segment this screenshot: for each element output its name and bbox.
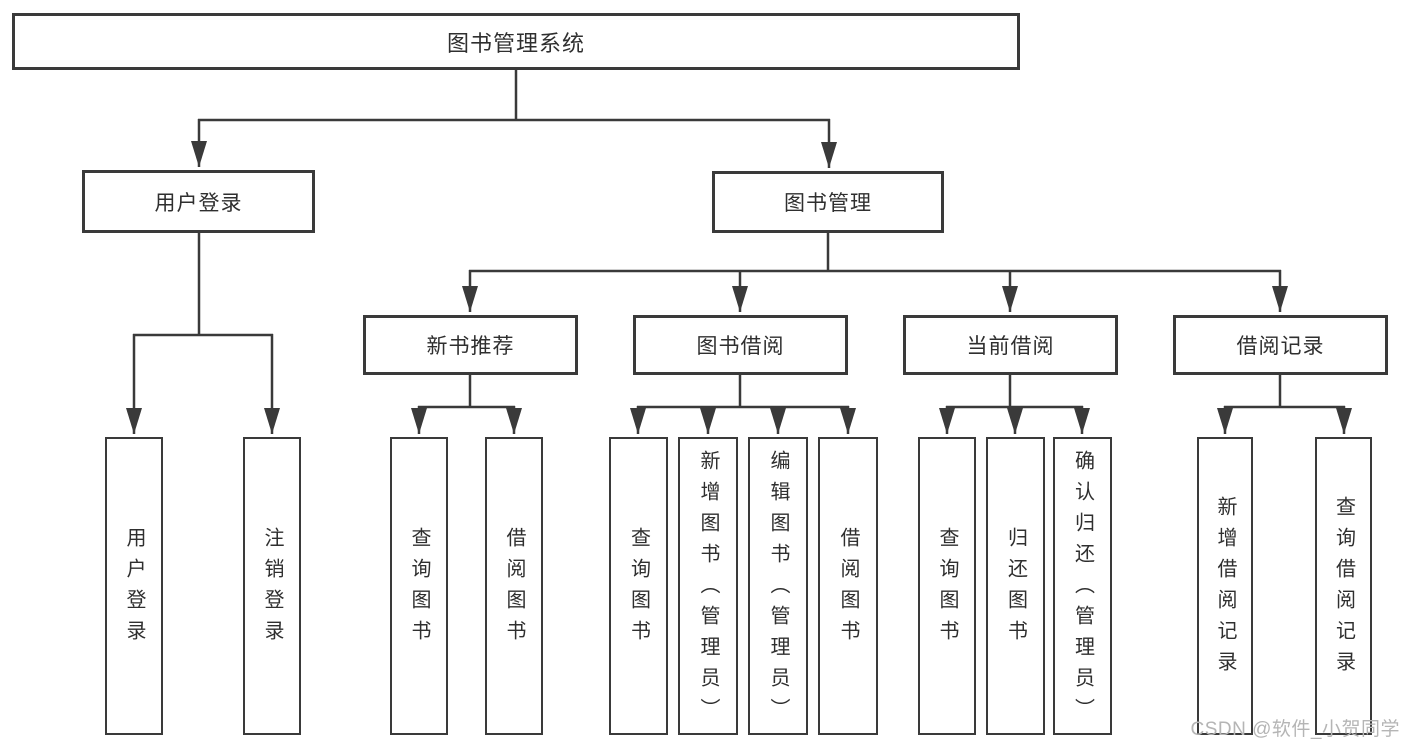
leaf-user-login: 用户登录 — [105, 437, 163, 735]
leaf-cb-query-book: 查询图书 — [918, 437, 976, 735]
node-library-management-system: 图书管理系统 — [12, 13, 1020, 70]
leaf-label: 用户登录 — [123, 527, 145, 651]
leaf-nb-borrow-book: 借阅图书 — [485, 437, 543, 735]
leaf-label: 查询图书 — [936, 527, 958, 651]
node-book-management: 图书管理 — [712, 171, 944, 233]
leaf-label: 查询借阅记录 — [1332, 496, 1355, 682]
leaf-br-query-record: 查询借阅记录 — [1315, 437, 1372, 735]
leaf-bb-add-book-admin: 新增图书（管理员） — [678, 437, 738, 735]
leaf-label: 编辑图书（管理员） — [767, 449, 789, 729]
node-borrow-record: 借阅记录 — [1173, 315, 1388, 375]
leaf-cb-return-book: 归还图书 — [986, 437, 1045, 735]
node-current-borrow: 当前借阅 — [903, 315, 1118, 375]
leaf-label: 归还图书 — [1004, 527, 1027, 651]
leaf-label: 注销登录 — [261, 527, 283, 651]
leaf-label: 借阅图书 — [503, 527, 525, 651]
leaf-label: 借阅图书 — [837, 527, 859, 651]
leaf-bb-query-book: 查询图书 — [609, 437, 668, 735]
leaf-nb-query-book: 查询图书 — [390, 437, 448, 735]
leaf-bb-borrow-book: 借阅图书 — [818, 437, 878, 735]
node-book-borrow: 图书借阅 — [633, 315, 848, 375]
leaf-label: 查询图书 — [408, 527, 430, 651]
leaf-cb-confirm-return-admin: 确认归还（管理员） — [1053, 437, 1112, 735]
leaf-label: 新增借阅记录 — [1214, 496, 1236, 682]
leaf-br-add-record: 新增借阅记录 — [1197, 437, 1253, 735]
leaf-label: 新增图书（管理员） — [697, 449, 719, 729]
leaf-label: 确认归还（管理员） — [1071, 449, 1094, 729]
node-new-book-recommend: 新书推荐 — [363, 315, 578, 375]
leaf-logout-login: 注销登录 — [243, 437, 301, 735]
leaf-bb-edit-book-admin: 编辑图书（管理员） — [748, 437, 808, 735]
csdn-watermark: CSDN @软件_小贺同学 — [1190, 719, 1400, 740]
node-user-login: 用户登录 — [82, 170, 315, 233]
leaf-label: 查询图书 — [627, 527, 650, 651]
